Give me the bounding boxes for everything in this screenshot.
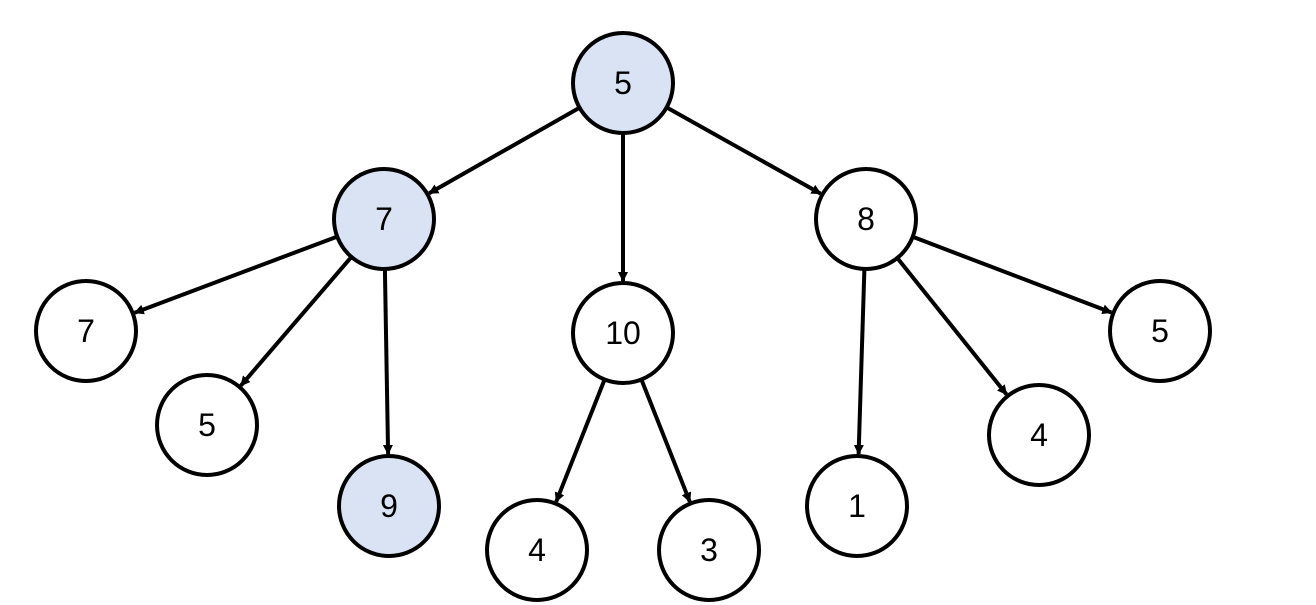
nodes: 5 7 10 8 7 5 9 4 3 1 4 5 xyxy=(34,31,1212,602)
tree-node-c: 8 xyxy=(814,167,918,271)
node-label: 5 xyxy=(614,65,632,101)
edge-arrow-b-b1 xyxy=(554,378,607,503)
node-circle xyxy=(571,281,675,385)
tree-node-a1: 7 xyxy=(34,279,138,383)
node-label: 4 xyxy=(528,532,546,568)
node-label: 5 xyxy=(1151,313,1169,349)
tree-node-b: 10 xyxy=(571,281,675,385)
node-label: 10 xyxy=(605,315,641,351)
node-circle xyxy=(155,373,259,477)
node-circle xyxy=(571,31,675,135)
edge-arrow-root-a xyxy=(428,105,581,196)
node-circle xyxy=(332,167,436,271)
node-circle xyxy=(805,454,909,558)
tree-node-a: 7 xyxy=(332,167,436,271)
edge-arrow-c-c3 xyxy=(911,234,1113,315)
node-label: 9 xyxy=(380,488,398,524)
node-circle xyxy=(337,454,441,558)
edges xyxy=(133,105,1113,503)
tree-node-b2: 3 xyxy=(657,498,761,602)
tree-node-a2: 5 xyxy=(155,373,259,477)
node-label: 7 xyxy=(375,201,393,237)
edge-arrow-c-c1 xyxy=(853,268,867,455)
edge-arrow-c-c2 xyxy=(895,256,1009,396)
node-label: 1 xyxy=(848,488,866,524)
edge-arrow-root-c xyxy=(665,105,822,196)
edge-arrow-b-b2 xyxy=(639,378,692,503)
node-circle xyxy=(814,167,918,271)
node-circle xyxy=(485,498,589,602)
tree-node-b1: 4 xyxy=(485,498,589,602)
edge-arrow-a-a2 xyxy=(239,255,353,387)
node-label: 3 xyxy=(700,532,718,568)
edge-arrow-a-a1 xyxy=(133,234,338,315)
node-circle xyxy=(657,498,761,602)
node-label: 8 xyxy=(857,201,875,237)
tree-node-root: 5 xyxy=(571,31,675,135)
tree-node-a3: 9 xyxy=(337,454,441,558)
tree-node-c3: 5 xyxy=(1108,279,1212,383)
node-circle xyxy=(987,383,1091,487)
tree-node-c2: 4 xyxy=(987,383,1091,487)
node-label: 7 xyxy=(77,313,95,349)
node-label: 5 xyxy=(198,407,216,443)
tree-node-c1: 1 xyxy=(805,454,909,558)
node-circle xyxy=(1108,279,1212,383)
edge-arrow-a-a3 xyxy=(382,268,393,455)
node-label: 4 xyxy=(1030,417,1048,453)
node-circle xyxy=(34,279,138,383)
